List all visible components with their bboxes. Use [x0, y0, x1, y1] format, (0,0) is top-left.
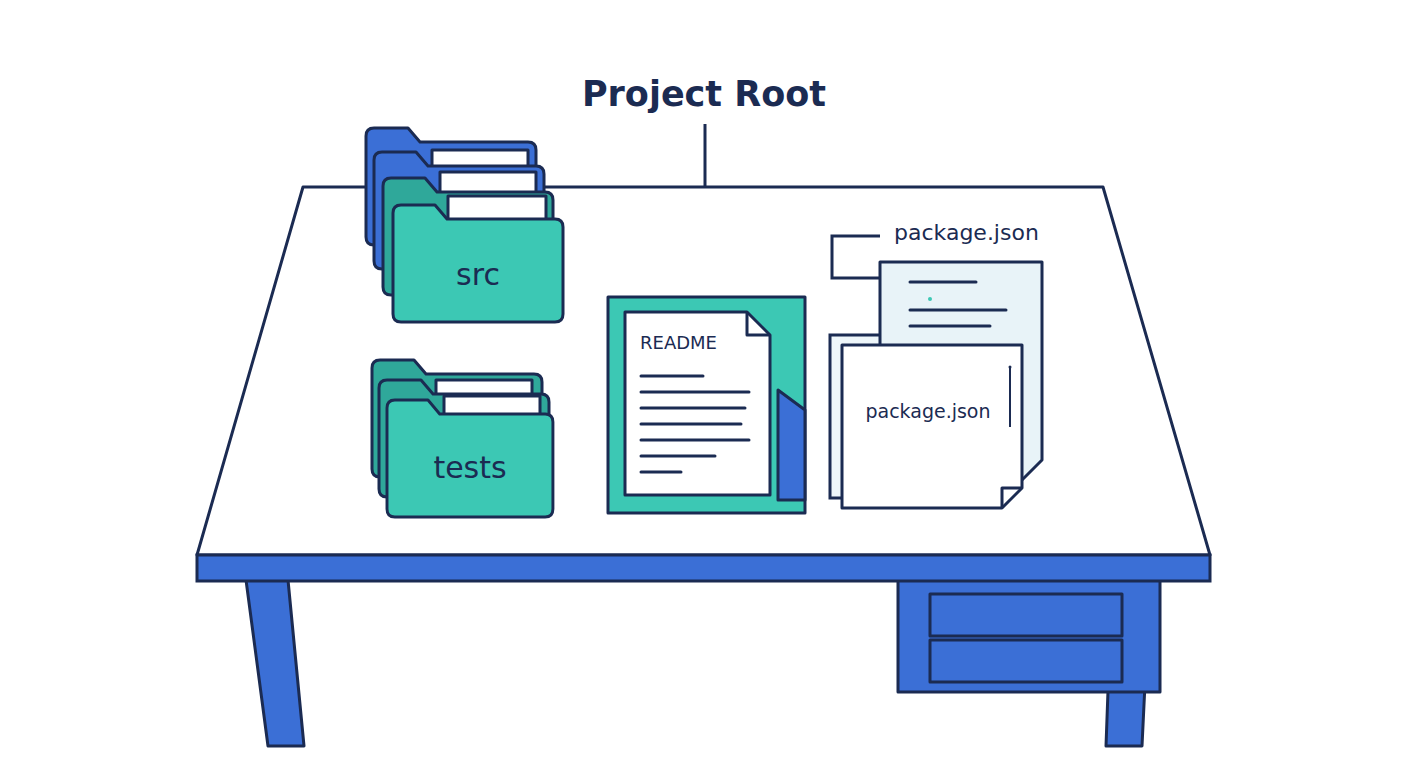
- document-node: README: [625, 312, 770, 495]
- node-shape: [842, 345, 1022, 508]
- desk-top: [197, 187, 1210, 555]
- label-leader: [832, 236, 880, 278]
- root-leader: [704, 124, 707, 188]
- desk-legs: [246, 580, 1160, 746]
- node-label: tests: [387, 450, 553, 485]
- node-label: package.json: [842, 400, 1014, 422]
- file-sheet-node: package.json: [842, 345, 1022, 508]
- node-label: README: [640, 332, 760, 353]
- desk-edge: [197, 555, 1210, 581]
- node-label: package.json: [894, 220, 1094, 245]
- node-label: src: [393, 257, 563, 292]
- diagram-title: Project Root: [0, 74, 1408, 114]
- folder-node: src: [393, 205, 563, 322]
- folder-node: tests: [387, 400, 553, 517]
- readme-folder: [608, 297, 805, 513]
